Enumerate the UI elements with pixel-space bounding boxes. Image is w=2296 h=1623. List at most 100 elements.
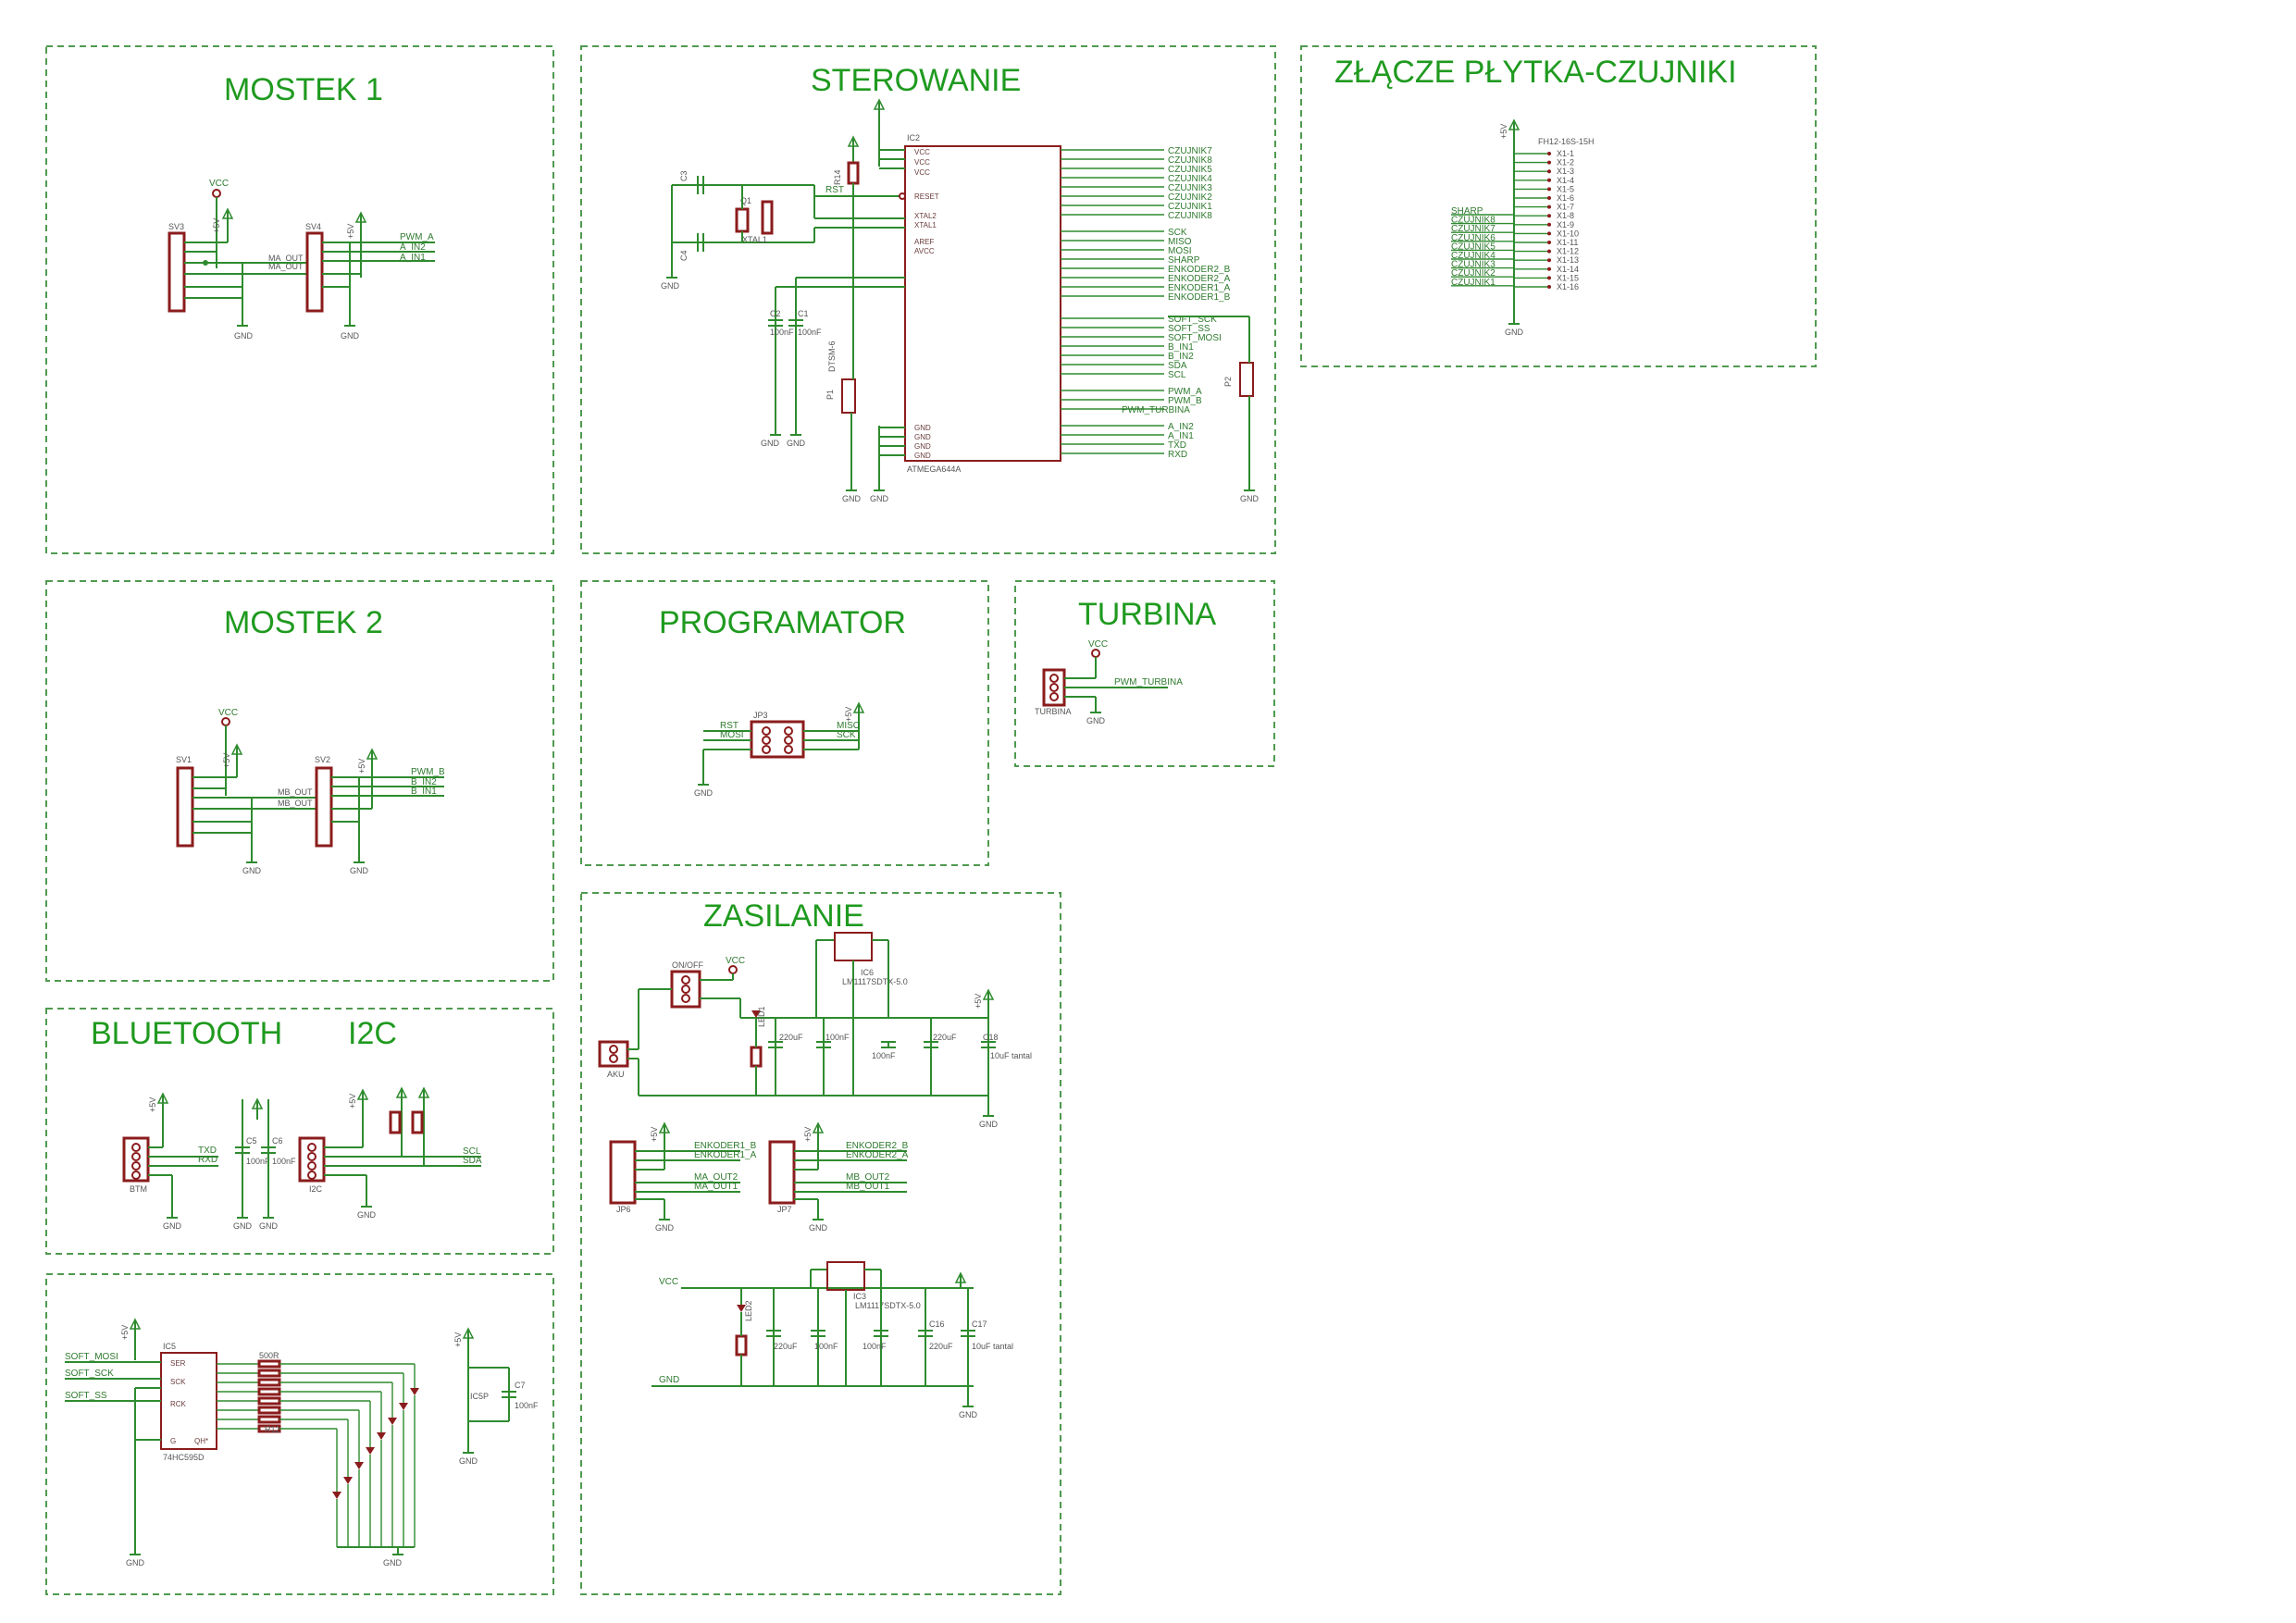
title-i2c: I2C (348, 1016, 397, 1051)
svg-text:MISO: MISO (837, 721, 861, 731)
svg-text:C4: C4 (679, 250, 689, 261)
led-resistor (257, 1378, 281, 1387)
svg-text:220uF: 220uF (933, 1033, 957, 1042)
svg-text:C2: C2 (770, 309, 781, 318)
svg-text:RST: RST (825, 185, 844, 195)
svg-text:500R: 500R (259, 1351, 279, 1360)
net-mosi: MOSI (1168, 246, 1192, 256)
led-icon (388, 1418, 397, 1425)
svg-text:VCC: VCC (1088, 639, 1108, 650)
svg-text:XTAL1: XTAL1 (914, 221, 937, 229)
connector-pin (1547, 214, 1551, 218)
svg-text:220uF: 220uF (774, 1342, 798, 1351)
sterowanie-circuit: IC2 ATMEGA644A VCC VCC VCC RESET XTAL2 X… (661, 98, 1260, 503)
net-sck: SCK (1168, 228, 1187, 238)
svg-text:+5V: +5V (212, 218, 221, 233)
svg-text:C5: C5 (246, 1136, 257, 1146)
jp3-isp-connector (750, 720, 805, 759)
svg-text:SCK: SCK (170, 1378, 186, 1386)
pin-label: X1-1 (1557, 149, 1574, 158)
svg-text:GND: GND (694, 788, 714, 798)
svg-text:GND: GND (357, 1210, 377, 1220)
svg-text:+5V: +5V (1499, 124, 1508, 139)
led-resistor (257, 1369, 281, 1378)
sv1-connector (176, 766, 194, 848)
pin-label: X1-7 (1557, 203, 1574, 212)
svg-text:P1: P1 (825, 390, 835, 400)
svg-text:SDA: SDA (463, 1156, 482, 1166)
svg-text:C18: C18 (983, 1033, 999, 1042)
svg-text:100nF: 100nF (814, 1342, 838, 1351)
svg-text:SDA: SDA (1168, 361, 1187, 371)
svg-text:GND: GND (761, 439, 780, 448)
connector-pin (1547, 266, 1551, 271)
svg-text:+5V: +5V (650, 1127, 659, 1142)
svg-text:LM1117SDTX-5.0: LM1117SDTX-5.0 (855, 1301, 921, 1310)
svg-text:SOFT_SS: SOFT_SS (65, 1391, 107, 1401)
svg-text:RXD: RXD (198, 1155, 217, 1165)
connector-pin (1547, 187, 1551, 192)
sv4-label: SV4 (305, 222, 321, 231)
gnd-label: GND (234, 331, 254, 341)
svg-text:RST: RST (720, 721, 738, 731)
led-resistor (257, 1415, 281, 1424)
svg-text:ON/OFF: ON/OFF (672, 960, 703, 970)
svg-text:C1: C1 (798, 309, 809, 318)
svg-text:AVCC: AVCC (914, 247, 935, 255)
svg-text:AKU: AKU (607, 1070, 625, 1079)
svg-text:220uF: 220uF (929, 1342, 953, 1351)
svg-text:XTAL1: XTAL1 (742, 235, 767, 244)
svg-text:GND: GND (1505, 328, 1524, 337)
svg-text:XTAL2: XTAL2 (914, 212, 937, 220)
r14-resistor (847, 161, 860, 185)
svg-text:TXD: TXD (1168, 440, 1186, 451)
frame-bluetooth-i2c (45, 1008, 554, 1255)
svg-text:RXD: RXD (1168, 450, 1187, 460)
svg-text:+5V: +5V (346, 224, 355, 239)
i2c-connector (298, 1136, 326, 1183)
svg-text:R14: R14 (833, 169, 842, 185)
svg-text:100nF: 100nF (825, 1033, 850, 1042)
fh12-label: FH12-16S-15H (1538, 137, 1595, 146)
svg-text:+5V: +5V (222, 753, 231, 768)
svg-text:SCL: SCL (463, 1146, 481, 1157)
svg-text:VCC: VCC (726, 956, 745, 966)
ic5-74hc595d (160, 1352, 217, 1450)
led-resistor (750, 1046, 763, 1068)
pin-label: X1-5 (1557, 184, 1574, 193)
connector-pin (1547, 249, 1551, 254)
ic2-atmega644a (904, 145, 1061, 462)
svg-text:GND: GND (1086, 716, 1106, 725)
connector-pin (1547, 160, 1551, 165)
svg-text:220uF: 220uF (779, 1033, 803, 1042)
svg-text:C7: C7 (515, 1381, 526, 1390)
net-sharp: SHARP (1168, 255, 1200, 266)
title-mostek2: MOSTEK 2 (224, 605, 383, 640)
svg-text:RCK: RCK (170, 1400, 187, 1408)
led-icon (377, 1432, 386, 1440)
svg-text:CZUJNIK3: CZUJNIK3 (1168, 183, 1212, 193)
svg-text:SOFT_MOSI: SOFT_MOSI (65, 1352, 118, 1362)
svg-text:+5V: +5V (453, 1332, 463, 1347)
svg-text:GND: GND (914, 433, 931, 441)
svg-text:MA_OUT: MA_OUT (268, 262, 304, 271)
svg-text:QH*: QH* (194, 1437, 208, 1445)
svg-text:GND: GND (914, 442, 931, 451)
svg-text:P2: P2 (1223, 377, 1233, 387)
net-label: CZUJNIK2 (1451, 268, 1496, 279)
mostek1-circuit: VCC SV3 +5V GND MA_OUT MA_OUT SV4 +5V (168, 179, 435, 341)
svg-text:ENKODER1_B: ENKODER1_B (694, 1141, 757, 1151)
connector-pin (1547, 285, 1551, 289)
svg-text:MA_OUT1: MA_OUT1 (694, 1182, 738, 1192)
i2c-pullup-r2 (411, 1110, 424, 1134)
svg-text:TURBINA: TURBINA (1035, 707, 1072, 716)
connector-pin (1547, 258, 1551, 263)
svg-text:CZUJNIK1: CZUJNIK1 (1168, 202, 1212, 212)
svg-text:Q1: Q1 (740, 196, 751, 205)
title-zlacze: ZŁĄCZE PŁYTKA-CZUJNIKI (1334, 55, 1737, 90)
svg-text:100nF: 100nF (770, 328, 794, 337)
svg-text:JP7: JP7 (777, 1205, 792, 1214)
led-icon (332, 1492, 341, 1499)
svg-text:PWM_TURBINA: PWM_TURBINA (1122, 405, 1190, 415)
